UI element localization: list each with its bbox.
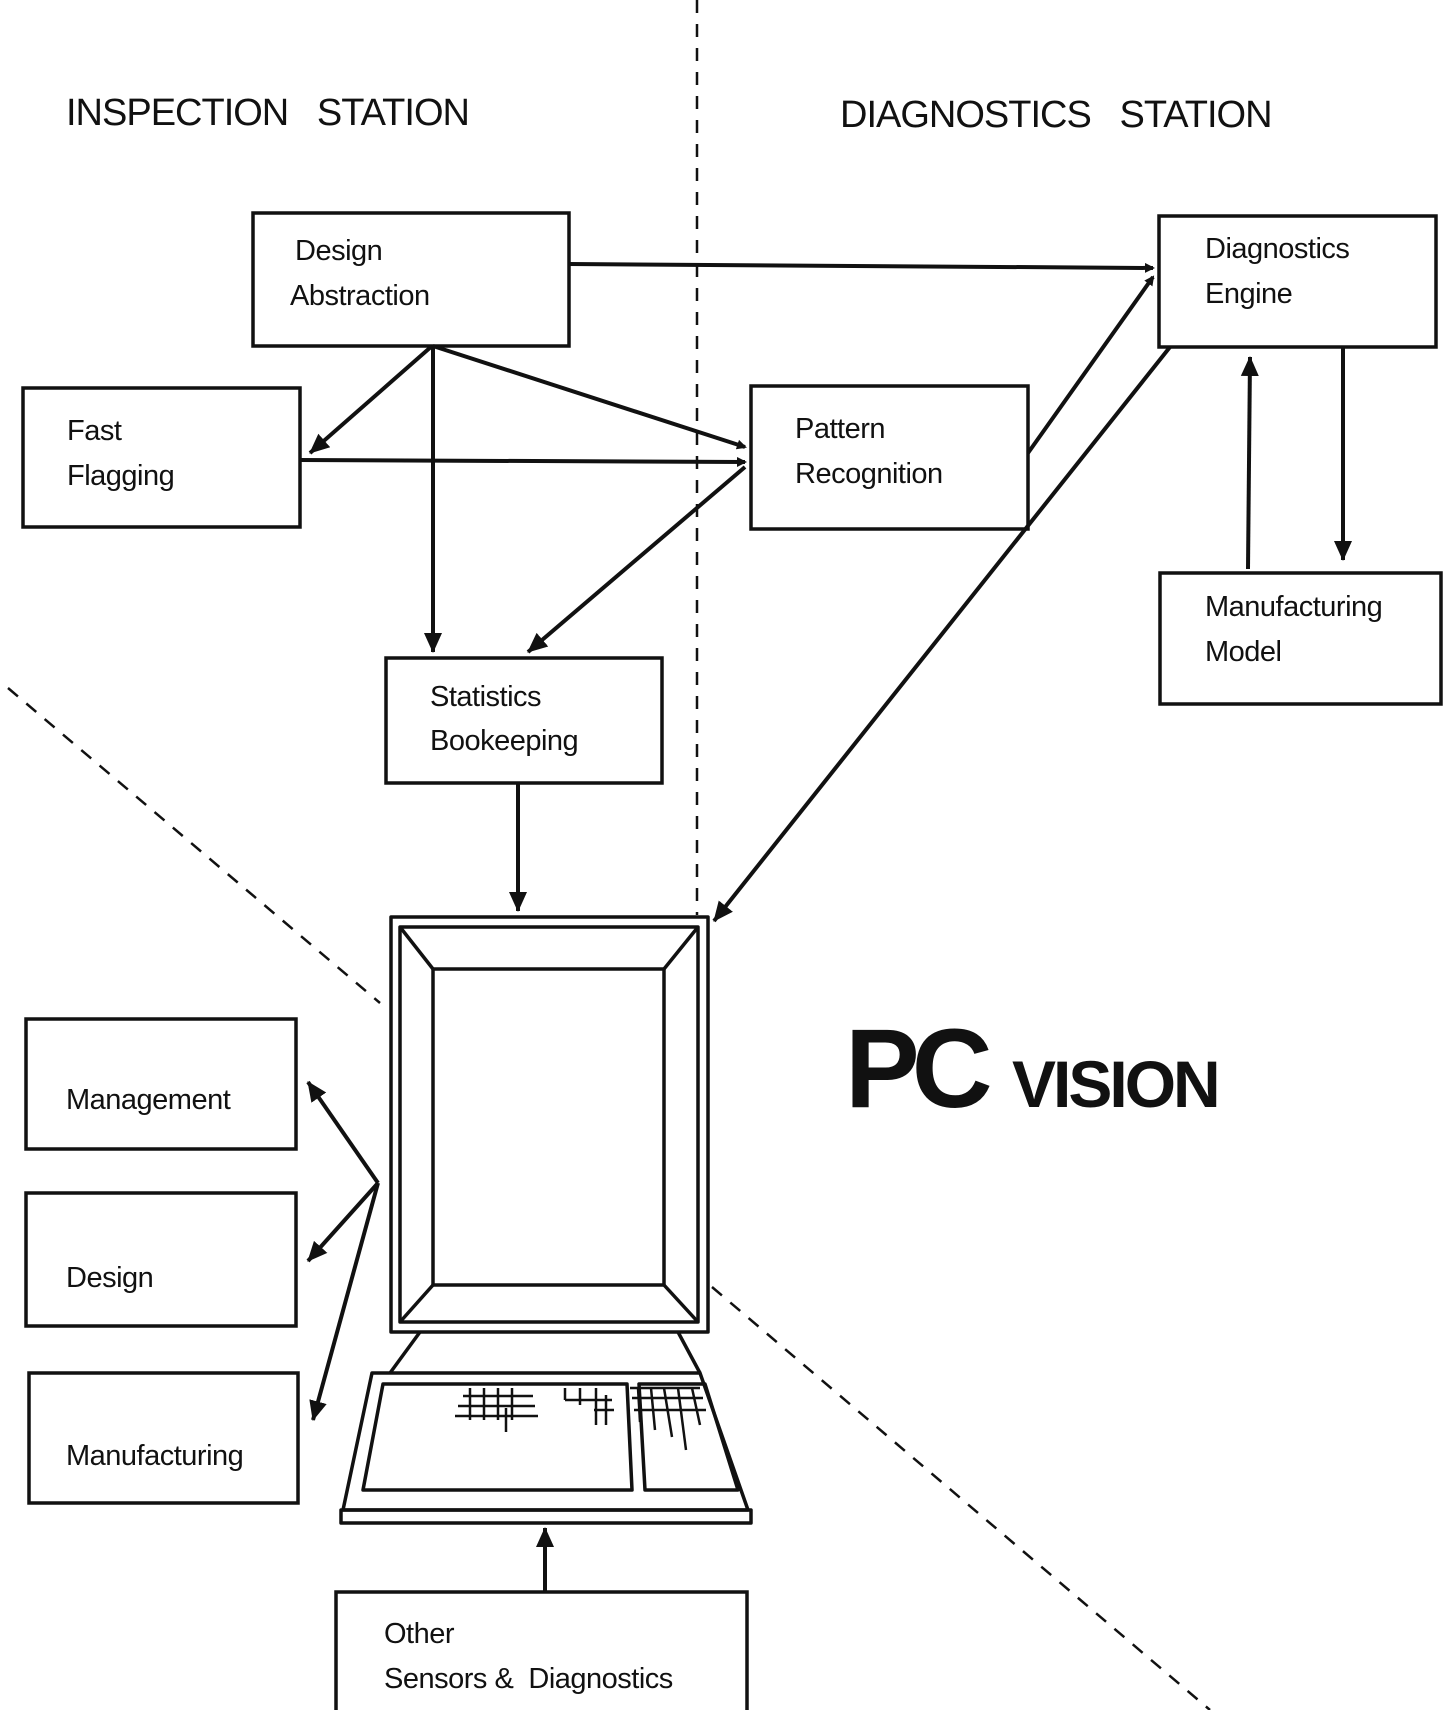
statistics-bookkeeping-label-1: Statistics: [430, 681, 541, 713]
fast-flagging-label-2: Flagging: [67, 460, 174, 492]
pattern-recognition-box: Pattern Recognition: [749, 384, 1030, 531]
computer-icon: [339, 915, 753, 1525]
diagnostics-station-title: DIAGNOSTICS STATION: [840, 94, 1272, 136]
design-box: Design: [24, 1191, 298, 1328]
statistics-bookkeeping-box: Statistics Bookeeping: [384, 656, 664, 785]
pc-vision-logo-pc: PC: [845, 1006, 990, 1131]
arrow-computer-to-manufacturing: [309, 1182, 380, 1421]
pc-divider-lower-right: [711, 1286, 1211, 1710]
pattern-recognition-label-1: Pattern: [795, 413, 885, 445]
design-abstraction-label-1: Design: [295, 235, 382, 267]
arrow-computer-to-management: [306, 1080, 380, 1185]
diagnostics-engine-label-1: Diagnostics: [1205, 233, 1349, 265]
arrow-abstraction-to-flagging: [308, 344, 434, 455]
other-sensors-label-1: Other: [384, 1618, 455, 1650]
fast-flagging-box: Fast Flagging: [21, 386, 302, 529]
arrow-design-to-engine: [568, 262, 1155, 273]
arrow-model-to-engine: [1240, 356, 1259, 570]
pc-vision-logo-vision: VISION: [1012, 1047, 1218, 1121]
arrow-computer-to-design: [306, 1181, 380, 1263]
inspection-station-title: INSPECTION STATION: [66, 92, 469, 134]
statistics-bookkeeping-label-2: Bookeeping: [430, 725, 578, 757]
arrow-pattern-to-engine: [1026, 275, 1155, 455]
arrow-engine-to-computer: [712, 345, 1172, 923]
pc-divider-upper-left: [7, 687, 381, 1004]
management-label: Management: [66, 1084, 231, 1116]
diagnostics-engine-label-2: Engine: [1205, 278, 1292, 310]
arrow-flagging-to-pattern: [299, 456, 747, 467]
manufacturing-label: Manufacturing: [66, 1440, 243, 1472]
arrow-pattern-to-statistics: [526, 465, 747, 654]
fast-flagging-label-1: Fast: [67, 415, 122, 447]
manufacturing-model-label-1: Manufacturing: [1205, 591, 1382, 623]
manufacturing-box: Manufacturing: [27, 1371, 300, 1505]
design-abstraction-label-2: Abstraction: [290, 280, 430, 312]
diagnostics-engine-box: Diagnostics Engine: [1157, 214, 1438, 349]
arrow-abstraction-to-pattern: [432, 344, 747, 450]
design-label: Design: [66, 1262, 153, 1294]
design-abstraction-box: Design Abstraction: [251, 211, 571, 348]
manufacturing-model-box: Manufacturing Model: [1158, 571, 1443, 706]
other-sensors-label-2: Sensors & Diagnostics: [384, 1663, 673, 1695]
management-box: Management: [24, 1017, 298, 1151]
other-sensors-box: Other Sensors & Diagnostics: [334, 1590, 749, 1710]
manufacturing-model-label-2: Model: [1205, 636, 1282, 668]
pattern-recognition-label-2: Recognition: [795, 458, 943, 490]
